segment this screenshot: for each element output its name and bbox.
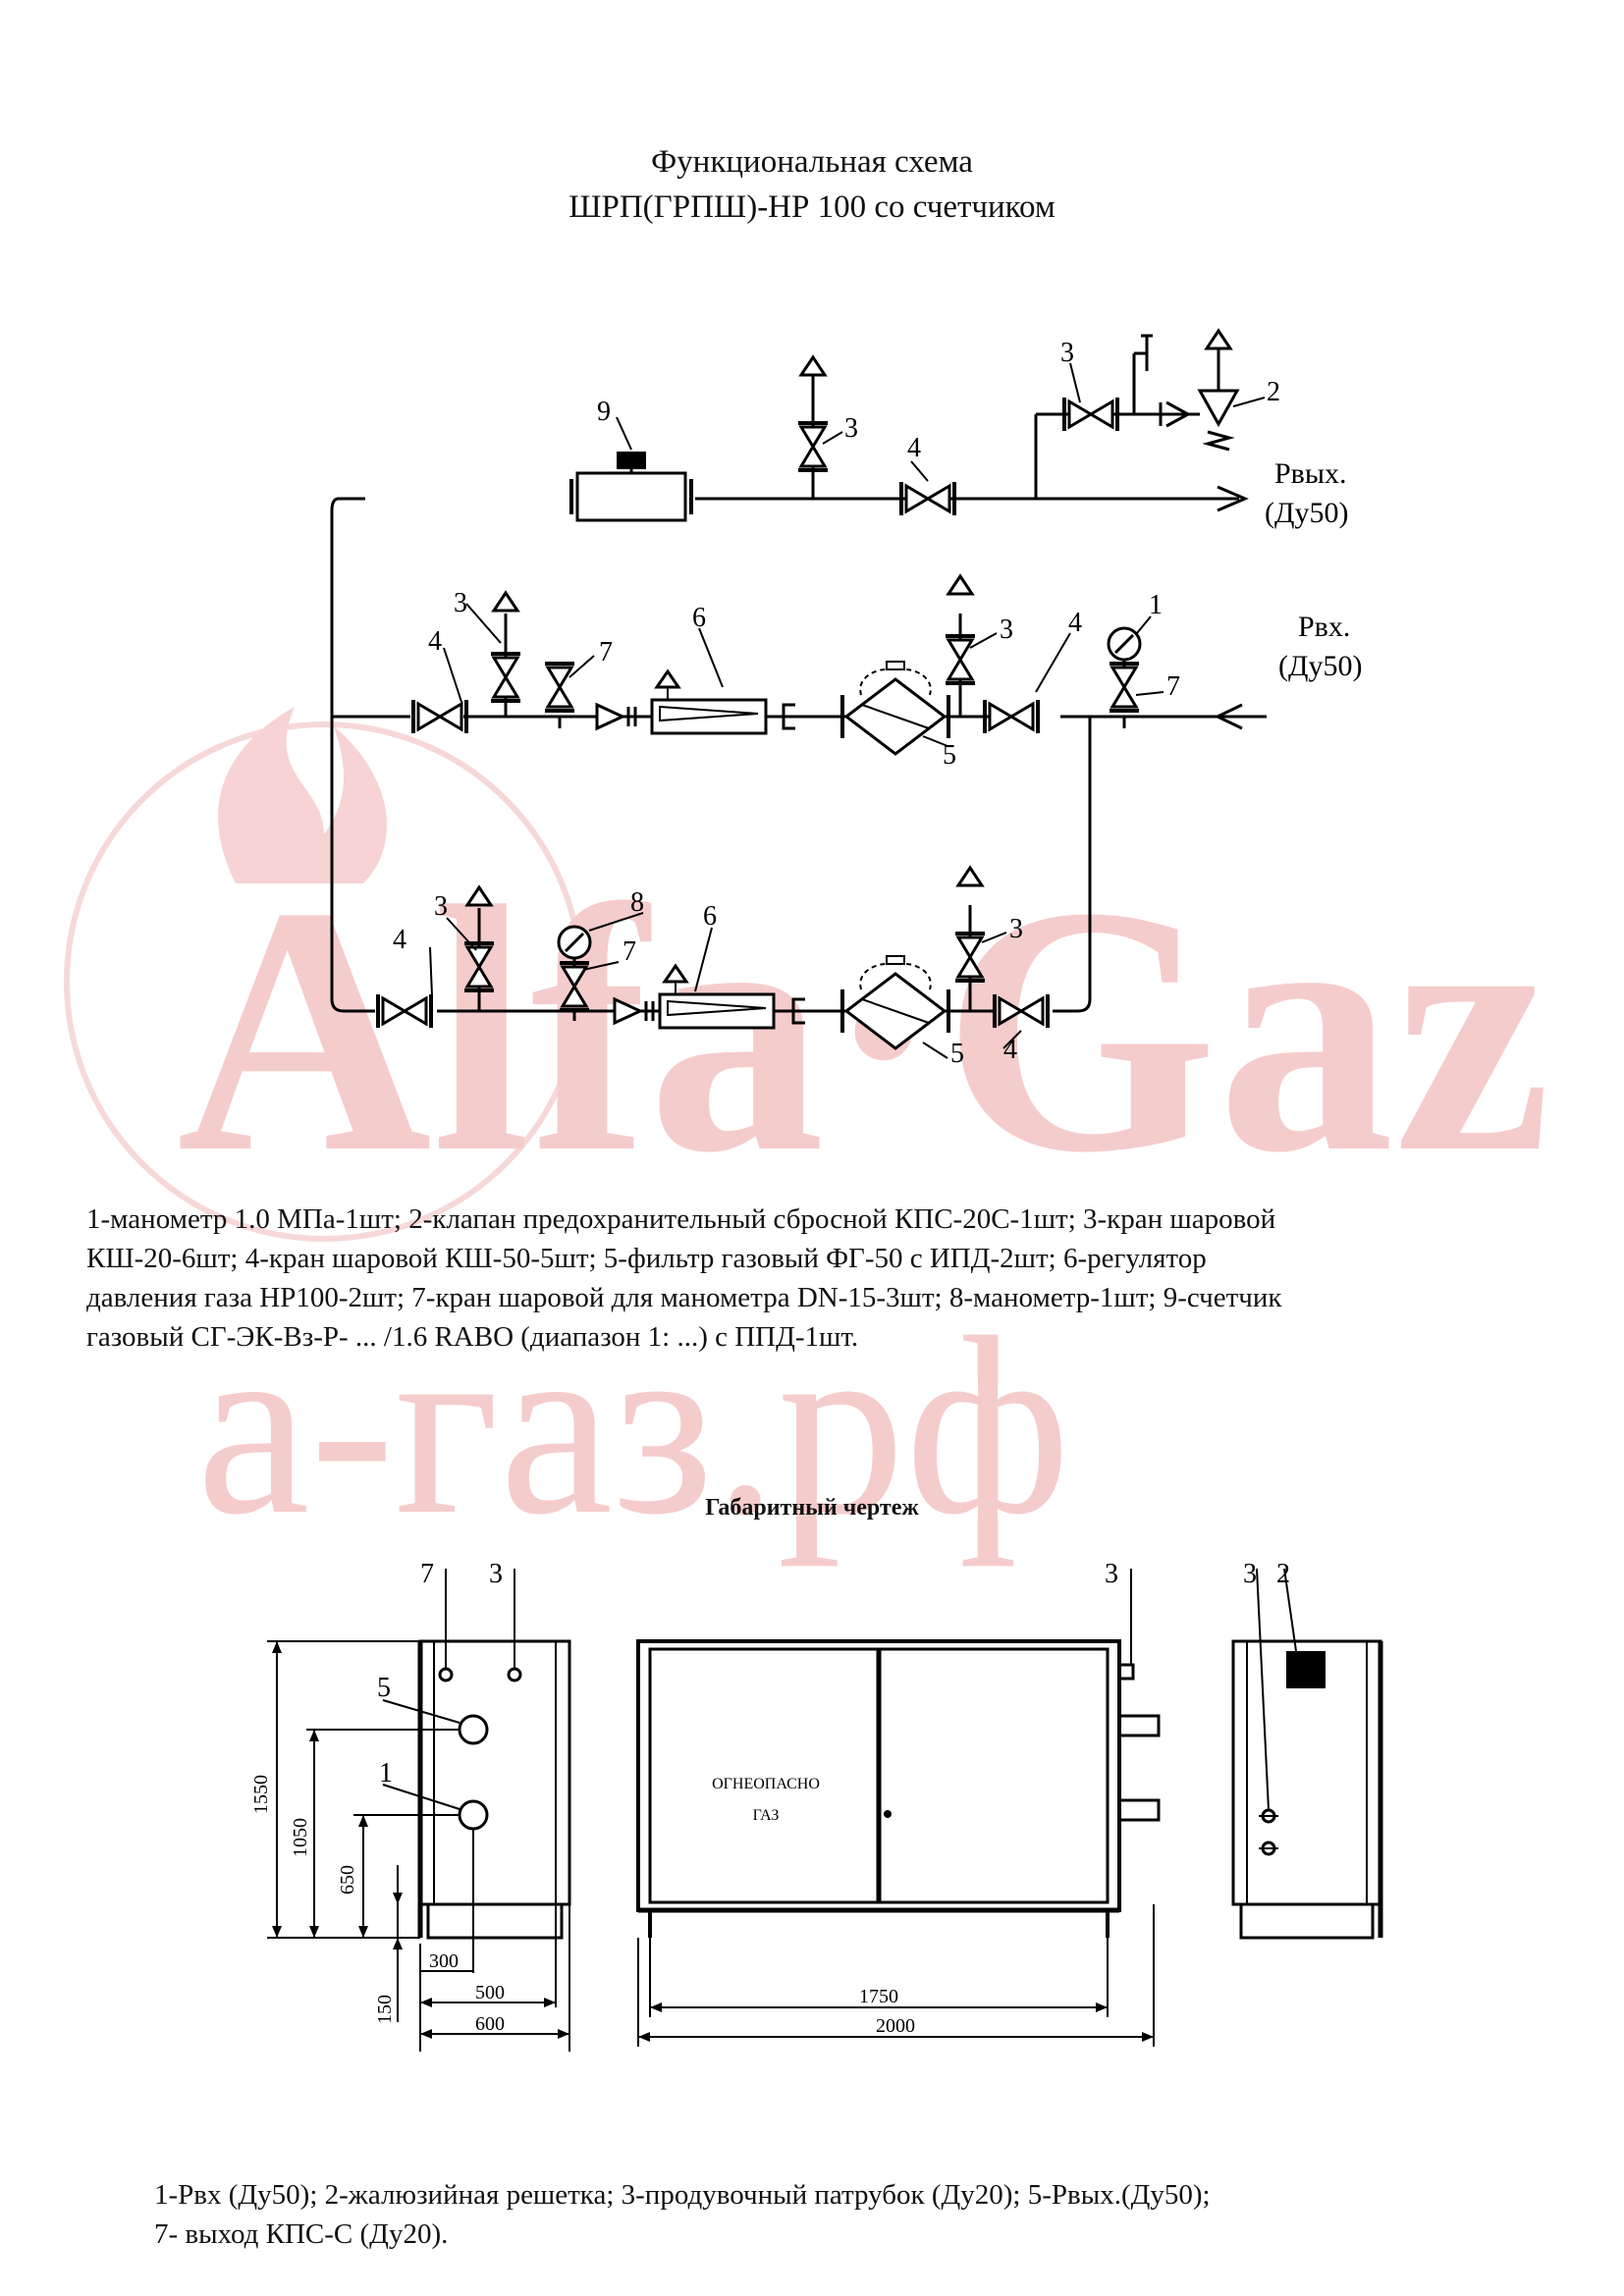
dim-cabinet-length: 1750 (859, 1986, 898, 2007)
relief-valve (1197, 329, 1240, 452)
dim-height-total: 1550 (250, 1775, 272, 1814)
label-1: 1 (1149, 590, 1163, 620)
label-9: 9 (597, 397, 611, 427)
scheme-legend: 1-манометр 1.0 МПа-1шт; 2-клапан предохр… (86, 1200, 1281, 1357)
shutoff-relief-assembly (1062, 396, 1192, 433)
label-5-a: 5 (943, 740, 956, 771)
vent-valve-top (796, 355, 830, 499)
side-view-right (1231, 1568, 1383, 1940)
label-7-c: 7 (623, 936, 636, 967)
dimension-lines-left (267, 1640, 570, 2052)
label-2: 2 (1267, 377, 1280, 407)
door-lock (884, 1810, 892, 1818)
label-4-a: 4 (907, 433, 921, 463)
outlet-label: Рвых. (1274, 457, 1347, 490)
callout-3-a: 3 (489, 1559, 503, 1589)
inlet-pipe (458, 1799, 489, 1831)
legend-line: 1-Рвх (Ду50); 2-жалюзийная решетка; 3-пр… (154, 2179, 1211, 2211)
scheme-title: Функциональная схема (651, 144, 973, 180)
label-5-b: 5 (950, 1039, 964, 1069)
label-6-b: 6 (703, 901, 717, 932)
label-4-d: 4 (393, 925, 406, 955)
louvre-grille (1286, 1651, 1326, 1688)
dimension-drawing: 1550 1050 650 150 300 500 600 7 3 5 1 ОГ… (250, 1559, 1383, 2052)
label-7-a: 7 (599, 637, 613, 667)
legend-line: газовый СГ-ЭК-Вз-Р- ... /1.6 RABO (диапа… (86, 1321, 859, 1353)
dimension-lines-front (637, 1904, 1155, 2047)
label-8: 8 (630, 887, 644, 918)
label-3-b: 3 (1060, 338, 1074, 368)
legend-line: 7- выход КПС-С (Ду20). (154, 2218, 449, 2250)
dim-height-inlet: 650 (337, 1865, 358, 1895)
drawing-legend: 1-Рвх (Ду50); 2-жалюзийная решетка; 3-пр… (154, 2175, 1211, 2254)
dim-inlet-offset: 300 (429, 1950, 459, 1972)
label-3-e: 3 (434, 891, 448, 922)
outlet-pipe (458, 1714, 489, 1745)
dim-frame-length: 2000 (876, 2015, 915, 2037)
door-warning-line2: ГАЗ (753, 1807, 780, 1824)
dim-base: 150 (374, 1995, 396, 2024)
outlet-size: (Ду50) (1265, 497, 1348, 529)
callout-3-c: 3 (1243, 1559, 1257, 1589)
inlet-size: (Ду50) (1278, 650, 1362, 682)
callout-3-b: 3 (1105, 1559, 1118, 1589)
inlet-label: Рвх. (1298, 611, 1350, 643)
label-3-d: 3 (1000, 614, 1013, 645)
side-view-left (382, 1569, 571, 1940)
legend-line: 1-манометр 1.0 МПа-1шт; 2-клапан предохр… (86, 1203, 1276, 1235)
callout-2: 2 (1276, 1559, 1290, 1589)
dim-height-outlet: 1050 (290, 1818, 311, 1857)
scheme-subtitle: ШРП(ГРПШ)-НР 100 со счетчиком (568, 189, 1056, 225)
middle-line (411, 574, 1142, 756)
callout-1: 1 (379, 1758, 393, 1789)
callout-5: 5 (377, 1673, 391, 1703)
ball-valve-top (899, 480, 956, 517)
label-4-c: 4 (1068, 608, 1082, 638)
dim-frame-depth: 600 (475, 2013, 505, 2035)
label-7-b: 7 (1166, 671, 1180, 702)
bottom-line (376, 866, 1050, 1050)
functional-scheme: 9 3 4 3 2 3 4 7 6 3 4 1 7 5 3 4 8 7 6 3 … (330, 329, 1362, 1069)
label-3-a: 3 (844, 413, 858, 444)
label-3-c: 3 (454, 588, 467, 618)
label-3-f: 3 (1009, 914, 1023, 944)
dim-cabinet-depth: 500 (475, 1982, 505, 2003)
label-4-e: 4 (1003, 1035, 1017, 1065)
legend-line: давления газа НР100-2шт; 7-кран шаровой … (86, 1282, 1282, 1313)
label-4-b: 4 (428, 626, 442, 657)
label-6-a: 6 (692, 603, 706, 633)
dimension-drawing-title: Габаритный чертеж (705, 1495, 919, 1521)
gas-meter (569, 452, 693, 522)
door-warning-line1: ОГНЕОПАСНО (712, 1776, 820, 1792)
front-view (636, 1569, 1161, 1938)
legend-line: КШ-20-6шт; 4-кран шаровой КШ-50-5шт; 5-ф… (86, 1243, 1207, 1274)
callout-7: 7 (420, 1559, 434, 1589)
